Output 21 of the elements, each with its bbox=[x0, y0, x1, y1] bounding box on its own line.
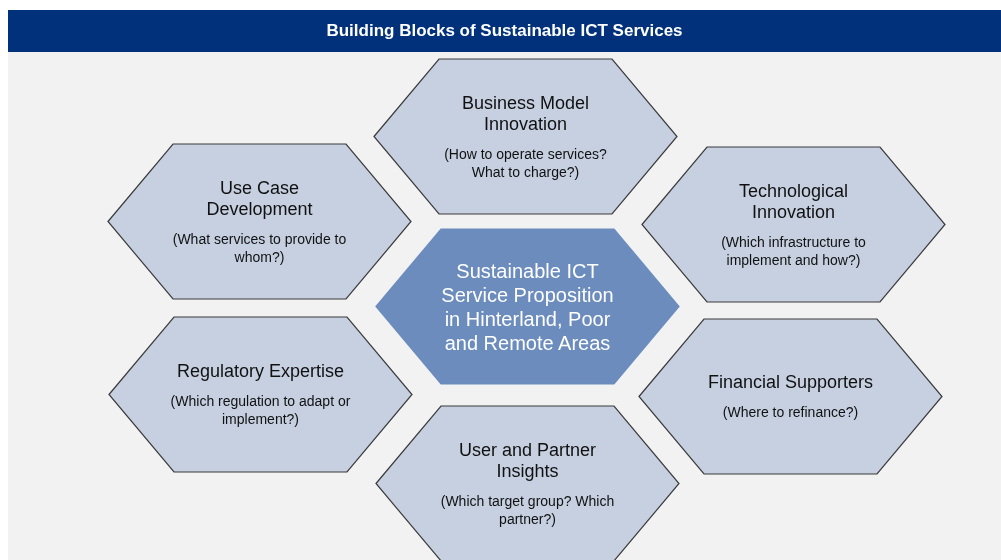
question-text: (What services to provide to whom?) bbox=[171, 229, 348, 266]
hexagon-block bbox=[375, 405, 680, 560]
question-text: (Which target group? Which partner?) bbox=[439, 491, 616, 528]
title-bar: Building Blocks of Sustainable ICT Services bbox=[8, 10, 1001, 52]
block-heading: Use Case Development bbox=[205, 177, 314, 220]
hexagon-block bbox=[107, 143, 412, 300]
block-heading: Business Model Innovation bbox=[460, 92, 591, 135]
question-text: (Which regulation to adapt or implement?) bbox=[169, 392, 352, 428]
hexagon-block bbox=[373, 58, 678, 215]
question-text: (Where to refinance?) bbox=[722, 403, 859, 421]
question-text: (Which infrastructure to implement and how?) bbox=[720, 232, 867, 269]
hexagon-block bbox=[641, 146, 946, 303]
hexagon-block bbox=[638, 318, 943, 475]
block-heading: Technological Innovation bbox=[737, 180, 850, 223]
center-text: Sustainable ICT Service Proposition in Hinterland, Poor and Remote Areas bbox=[440, 258, 615, 355]
central-hexagon bbox=[375, 228, 680, 385]
block-heading: Regulatory Expertise bbox=[176, 361, 345, 382]
block-heading: Financial Supporters bbox=[707, 372, 874, 393]
question-text: (How to operate services? What to charge?) bbox=[443, 144, 608, 181]
hexagon-block bbox=[108, 316, 413, 473]
block-heading: User and Partner Insights bbox=[457, 439, 598, 482]
